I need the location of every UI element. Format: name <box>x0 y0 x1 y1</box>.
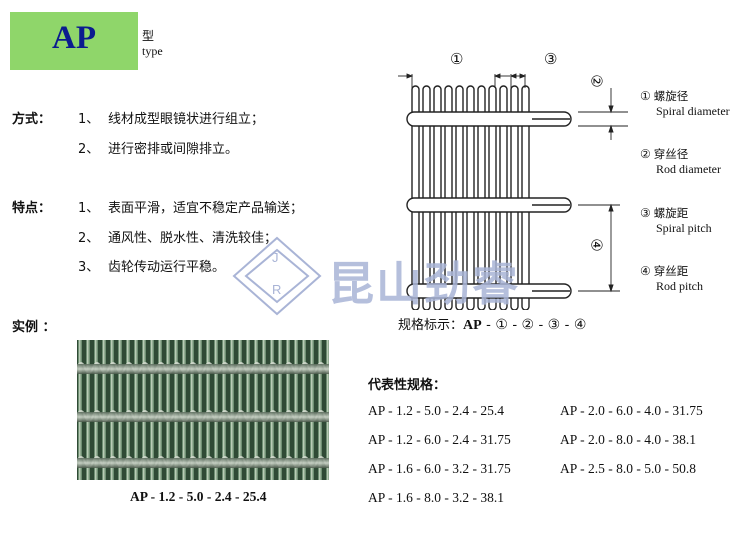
rep-left-4: AP - 1.6 - 8.0 - 3.2 - 38.1 <box>368 490 504 505</box>
legend-num-4: ④ <box>640 264 651 278</box>
method-label: 方式： <box>12 112 52 127</box>
watermark-letter-j: J <box>272 250 279 265</box>
rep-right-1: AP - 2.0 - 6.0 - 4.0 - 31.75 <box>560 403 703 418</box>
feature-item-2-num: 2、 <box>78 231 100 246</box>
type-badge: AP <box>10 12 138 70</box>
legend-cn-3: 螺旋距 <box>653 206 689 220</box>
feature-item-1-text: 表面平滑，适宜不稳定产品输送； <box>108 201 304 216</box>
marker-1: ① <box>450 50 464 68</box>
watermark-letter-r: R <box>272 282 282 297</box>
example-caption-prefix: AP - <box>130 489 159 504</box>
type-label-cn: 型 <box>142 29 155 43</box>
legend-item-4: ④ 穿丝距 Rod pitch <box>640 263 703 294</box>
feature-item-2-text: 通风性、脱水性、清洗较佳； <box>108 231 278 246</box>
legend-item-1: ① 螺旋径 Spiral diameter <box>640 88 730 119</box>
feature-item-1-num: 1、 <box>78 201 100 216</box>
spec-format: 规格标示：AP - ① - ② - ③ - ④ <box>398 314 586 334</box>
legend-num-2: ② <box>640 147 651 161</box>
marker-3: ③ <box>544 50 558 68</box>
method-item-2-num: 2、 <box>78 142 100 157</box>
rep-left-3: AP - 1.6 - 6.0 - 3.2 - 31.75 <box>368 461 511 476</box>
legend-en-1: Spiral diameter <box>656 104 730 118</box>
method-item-1-text: 线材成型眼镜状进行组立； <box>108 112 265 127</box>
representative-title: 代表性规格： <box>368 378 447 393</box>
rep-left-2: AP - 1.2 - 6.0 - 2.4 - 31.75 <box>368 432 511 447</box>
feature-item-3-num: 3、 <box>78 260 100 275</box>
feature-item-3-text: 齿轮传动运行平稳。 <box>108 260 226 275</box>
marker-2: ② <box>587 74 606 88</box>
example-photo <box>76 340 334 480</box>
rep-left-1: AP - 1.2 - 5.0 - 2.4 - 25.4 <box>368 403 504 418</box>
legend-cn-1: 螺旋径 <box>653 89 689 103</box>
legend-en-3: Spiral pitch <box>656 221 712 235</box>
type-label-en: type <box>142 44 163 58</box>
rep-right-3: AP - 2.5 - 8.0 - 5.0 - 50.8 <box>560 461 696 476</box>
spec-format-pattern: - ① - ② - ③ - ④ <box>481 317 587 333</box>
spec-format-label: 规格标示： <box>398 318 464 333</box>
method-item-2-text: 进行密排或间隙排立。 <box>108 142 239 157</box>
marker-4: ④ <box>587 238 606 252</box>
legend-item-2: ② 穿丝径 Rod diameter <box>640 146 721 177</box>
legend-num-3: ③ <box>640 206 651 220</box>
example-label: 实例 ： <box>12 320 56 335</box>
legend-cn-2: 穿丝径 <box>653 147 689 161</box>
rep-right-2: AP - 2.0 - 8.0 - 4.0 - 38.1 <box>560 432 696 447</box>
legend-cn-4: 穿丝距 <box>653 264 689 278</box>
legend-en-2: Rod diameter <box>656 162 721 176</box>
spec-format-code: AP <box>463 318 482 333</box>
legend-item-3: ③ 螺旋距 Spiral pitch <box>640 205 712 236</box>
example-caption-values: 1.2 - 5.0 - 2.4 - 25.4 <box>158 489 267 504</box>
technical-drawing: ① ③ ② ④ <box>398 48 630 311</box>
method-item-1-num: 1、 <box>78 112 100 127</box>
watermark-company: 昆山劲睿 <box>328 257 520 311</box>
features-label: 特点： <box>12 201 52 216</box>
watermark-logo: J R <box>232 236 322 316</box>
type-code: AP <box>52 20 96 56</box>
legend-en-4: Rod pitch <box>656 279 703 293</box>
legend-num-1: ① <box>640 89 651 103</box>
example-caption: AP - 1.2 - 5.0 - 2.4 - 25.4 <box>130 489 267 505</box>
